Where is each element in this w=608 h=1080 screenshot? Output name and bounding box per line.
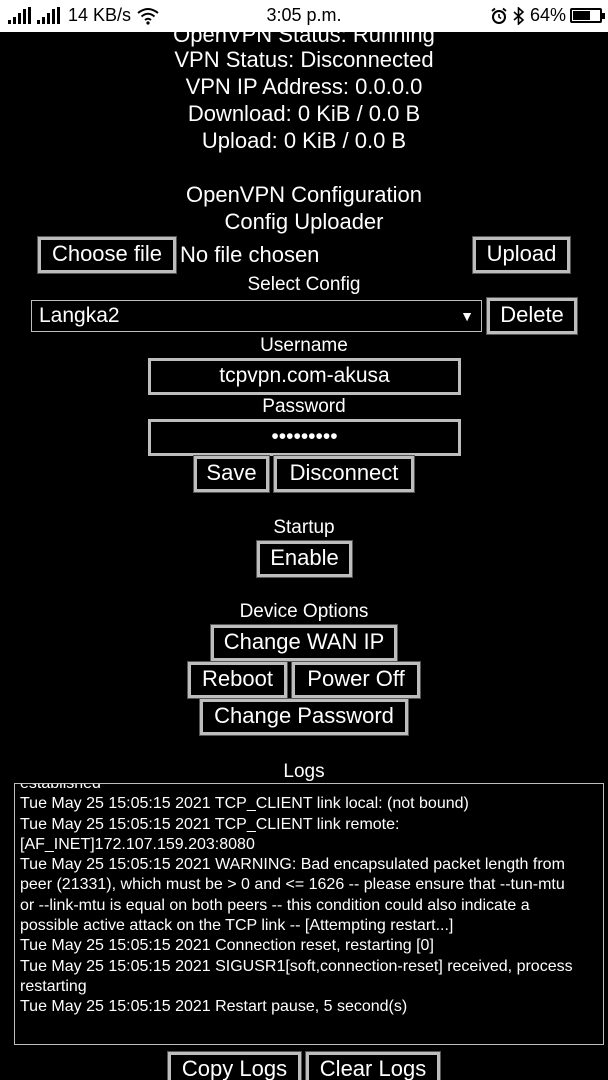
upload-stat: Upload: 0 KiB / 0.0 B <box>201 128 407 153</box>
wifi-icon <box>137 7 159 25</box>
config-heading: OpenVPN Configuration <box>185 182 423 207</box>
log-line: [AF_INET]172.107.159.203:8080 <box>20 835 255 853</box>
config-select-value: Langka2 <box>39 304 120 327</box>
clear-logs-button[interactable]: Clear Logs <box>305 1051 441 1080</box>
upload-button[interactable]: Upload <box>472 236 571 274</box>
username-label: Username <box>260 335 348 356</box>
log-line: Tue May 25 15:05:15 2021 Restart pause, … <box>20 998 408 1016</box>
signal-icon <box>8 6 31 24</box>
download-stat: Download: 0 KiB / 0.0 B <box>187 101 421 126</box>
file-chosen-text: No file chosen <box>180 242 320 267</box>
device-options-label: Device Options <box>239 601 369 622</box>
log-line: peer (21331), which must be > 0 and <= 1… <box>20 876 565 894</box>
alarm-icon <box>491 7 507 24</box>
dropdown-arrow-icon: ▼ <box>460 308 474 324</box>
log-line: possible active attack on the TCP link -… <box>20 917 454 935</box>
reboot-button[interactable]: Reboot <box>187 661 288 699</box>
delete-button[interactable]: Delete <box>486 297 578 335</box>
copy-logs-button[interactable]: Copy Logs <box>167 1051 302 1080</box>
clock: 3:05 p.m. <box>266 5 342 25</box>
config-select[interactable]: Langka2 ▼ <box>31 300 482 332</box>
battery-level <box>573 11 590 20</box>
password-label: Password <box>262 396 346 417</box>
uploader-title: Config Uploader <box>224 209 384 234</box>
change-password-button[interactable]: Change Password <box>199 698 409 736</box>
vpn-status: VPN Status: Disconnected <box>174 47 434 72</box>
bluetooth-icon <box>513 6 525 25</box>
signal-icon <box>37 6 60 24</box>
enable-button[interactable]: Enable <box>256 540 353 578</box>
network-speed: 14 KB/s <box>68 5 132 25</box>
battery-icon <box>570 8 605 23</box>
choose-file-button[interactable]: Choose file <box>37 236 177 274</box>
log-line: Tue May 25 15:05:15 2021 WARNING: Bad en… <box>20 856 565 874</box>
save-button[interactable]: Save <box>193 455 270 493</box>
log-line: restarting <box>20 977 87 995</box>
logs-label: Logs <box>283 761 325 782</box>
change-wan-ip-button[interactable]: Change WAN IP <box>210 624 398 662</box>
log-line: Tue May 25 15:05:15 2021 SIGUSR1[soft,co… <box>20 957 573 975</box>
battery-percent: 64% <box>529 5 566 25</box>
disconnect-button[interactable]: Disconnect <box>273 455 415 493</box>
log-line: or --link-mtu is equal on both peers -- … <box>20 896 530 914</box>
log-line: Tue May 25 15:05:15 2021 TCP_CLIENT link… <box>20 795 469 813</box>
select-config-label: Select Config <box>247 274 361 295</box>
log-line: Tue May 25 15:05:15 2021 TCP_CLIENT link… <box>20 815 400 833</box>
vpn-ip-address: VPN IP Address: 0.0.0.0 <box>185 74 423 99</box>
log-line: Tue May 25 15:05:15 2021 Connection rese… <box>20 937 434 955</box>
username-field[interactable]: tcpvpn.com-akusa <box>148 358 461 395</box>
startup-label: Startup <box>273 517 335 538</box>
status-bar: 14 KB/s 3:05 p.m. 64% <box>0 0 608 32</box>
log-line: established <box>20 783 101 792</box>
password-field[interactable]: ••••••••• <box>148 419 461 456</box>
status-bar-left: 14 KB/s <box>8 5 159 26</box>
power-off-button[interactable]: Power Off <box>291 661 421 699</box>
status-bar-right: 64% <box>490 5 605 26</box>
